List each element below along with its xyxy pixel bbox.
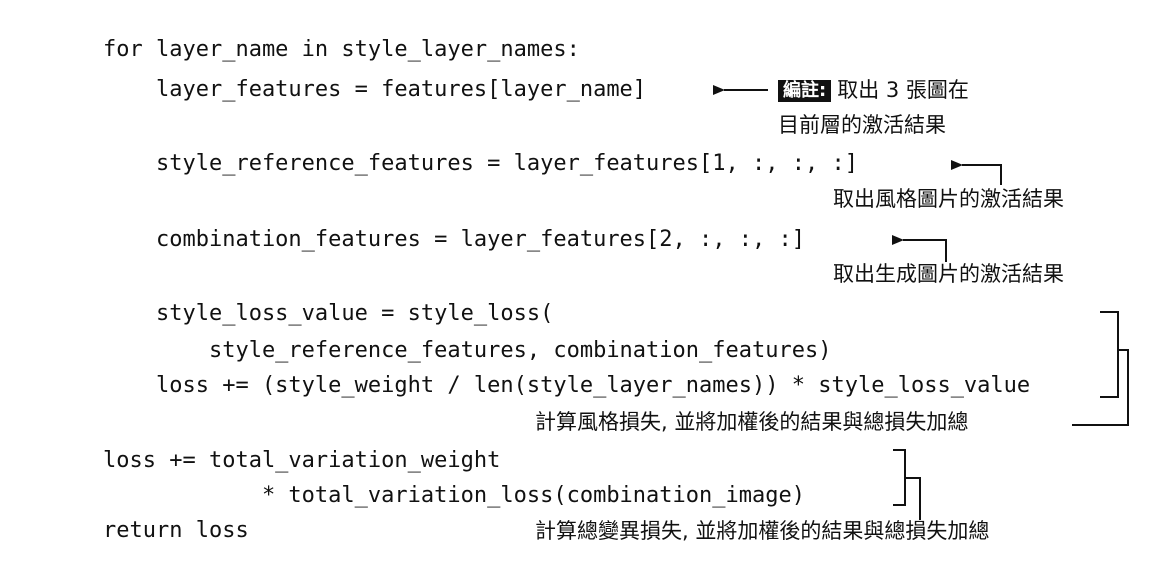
code-line-10: return loss — [103, 518, 249, 543]
arrow-style-reference — [951, 160, 1002, 185]
annotation-layer-features-line2: 目前層的激活結果 — [778, 113, 946, 137]
annotation-style-loss: 計算風格損失, 並將加權後的結果與總損失加總 — [535, 410, 969, 434]
code-line-6: style_reference_features, combination_fe… — [103, 338, 832, 363]
code-line-9: * total_variation_loss(combination_image… — [103, 483, 805, 508]
code-line-3: style_reference_features = layer_feature… — [103, 151, 858, 176]
bracket-tv-loss — [893, 449, 906, 506]
annotation-combination: 取出生成圖片的激活結果 — [833, 262, 1064, 286]
bracket-loss-update — [1072, 349, 1129, 426]
code-line-4: combination_features = layer_features[2,… — [103, 227, 805, 252]
code-line-8: loss += total_variation_weight — [103, 448, 501, 473]
bracket-tv-loss-connector — [905, 477, 921, 520]
bracket-style-loss-call — [1100, 311, 1119, 350]
annotation-tv-loss: 計算總變異損失, 並將加權後的結果與總損失加總 — [535, 519, 990, 543]
annotation-style-reference: 取出風格圖片的激活結果 — [833, 187, 1064, 211]
code-line-5: style_loss_value = style_loss( — [103, 301, 554, 326]
annotation-layer-features: 編註:取出 3 張圖在 — [778, 77, 969, 103]
code-line-1: for layer_name in style_layer_names: — [103, 37, 580, 62]
editor-note-badge: 編註: — [778, 80, 832, 102]
annotation-layer-features-line1: 取出 3 張圖在 — [837, 78, 969, 102]
code-line-2: layer_features = features[layer_name] — [103, 77, 647, 102]
arrow-combination — [892, 235, 947, 262]
code-line-7: loss += (style_weight / len(style_layer_… — [103, 373, 1031, 398]
